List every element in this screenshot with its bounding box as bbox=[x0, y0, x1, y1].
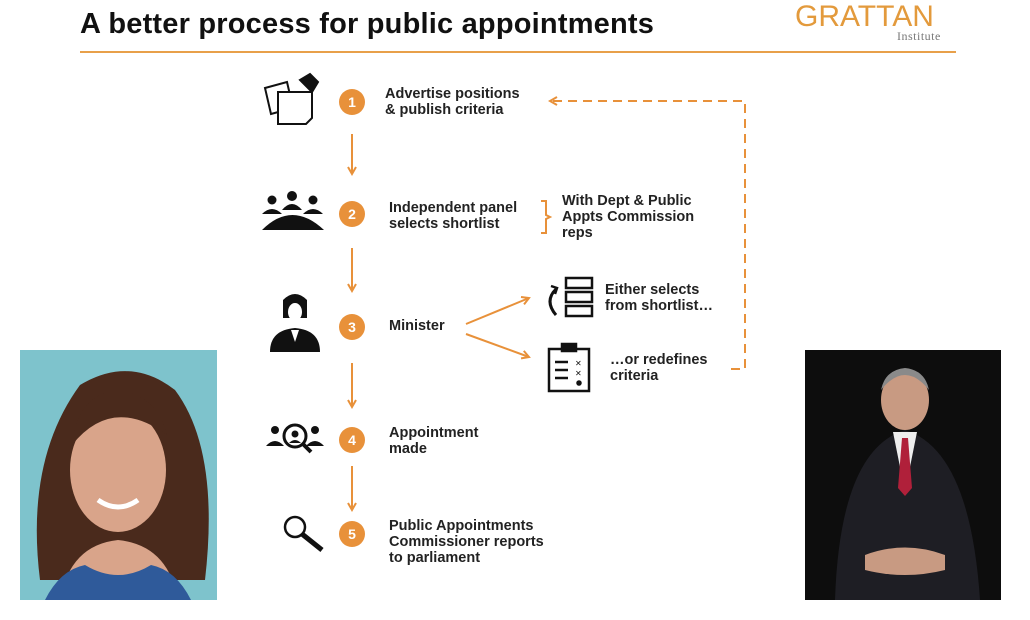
line: Either selects bbox=[605, 282, 700, 298]
step-1-text: Advertise positions& publish criteria bbox=[385, 86, 520, 118]
line: from shortlist… bbox=[605, 298, 713, 314]
grattan-logo: GRATTAN bbox=[795, 0, 934, 33]
line: …or redefines bbox=[610, 352, 708, 368]
grattan-logo-sub: Institute bbox=[897, 29, 941, 43]
photo-man bbox=[805, 350, 1001, 600]
svg-text:✕: ✕ bbox=[575, 369, 582, 378]
line: Independent panel bbox=[389, 200, 518, 216]
line: Public Appointments bbox=[389, 518, 534, 534]
step-3-badge: 3 bbox=[339, 314, 365, 340]
line: With Dept & Public bbox=[562, 193, 692, 209]
magnifier-icon bbox=[283, 515, 324, 552]
arrow-minister-redefine bbox=[465, 333, 529, 357]
line: & publish criteria bbox=[385, 102, 504, 118]
line: to parliament bbox=[389, 550, 481, 566]
line: criteria bbox=[610, 368, 659, 384]
step-5-badge: 5 bbox=[339, 521, 365, 547]
clipboard-icon: ✕ ✕ bbox=[547, 342, 591, 393]
line: reps bbox=[562, 225, 593, 241]
people-search-icon bbox=[266, 423, 324, 454]
bracket bbox=[541, 200, 553, 234]
minister-icon bbox=[270, 294, 320, 352]
svg-text:✕: ✕ bbox=[575, 359, 582, 368]
step-3-text: Minister bbox=[389, 318, 445, 334]
line: Commissioner reports bbox=[389, 534, 544, 550]
line: Appts Commission bbox=[562, 209, 695, 225]
panel-meeting-icon bbox=[262, 191, 324, 230]
title-rule bbox=[80, 51, 956, 53]
shortlist-icon bbox=[548, 276, 594, 318]
line: selects shortlist bbox=[389, 216, 500, 232]
photo-woman bbox=[20, 350, 217, 600]
line: Appointment bbox=[389, 425, 479, 441]
line: Advertise positions bbox=[385, 86, 520, 102]
step-4-badge: 4 bbox=[339, 427, 365, 453]
slide-title: A better process for public appointments bbox=[80, 8, 655, 40]
notes-pin-icon bbox=[263, 72, 320, 125]
line: made bbox=[389, 441, 427, 457]
feedback-dashed-arrow bbox=[550, 101, 746, 370]
arrow-minister-select bbox=[465, 298, 529, 325]
step-2-badge: 2 bbox=[339, 201, 365, 227]
step-1-badge: 1 bbox=[339, 89, 365, 115]
